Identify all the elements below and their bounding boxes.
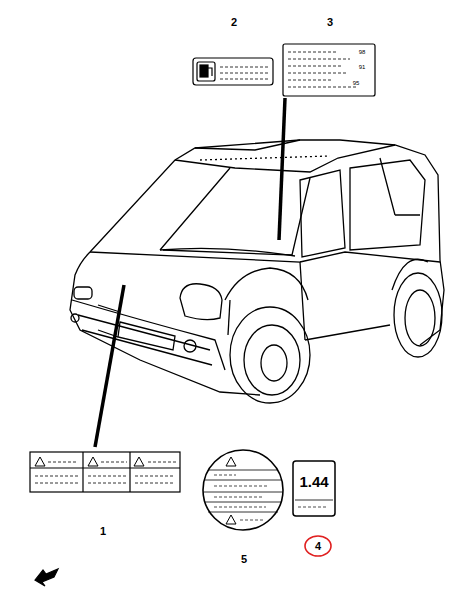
sticker-text: 98 <box>359 49 366 55</box>
capacity-value: 1.44 <box>299 474 328 489</box>
sticker-text: 95 <box>353 80 360 86</box>
capacity-label: 1.44 <box>295 463 333 499</box>
callout-number: 4 <box>315 541 321 552</box>
callout-number: 2 <box>231 17 237 28</box>
callout-number: 1 <box>100 526 106 537</box>
callout-number: 3 <box>327 17 333 28</box>
callout-number: 5 <box>241 554 247 565</box>
sticker-text: 91 <box>359 64 366 70</box>
